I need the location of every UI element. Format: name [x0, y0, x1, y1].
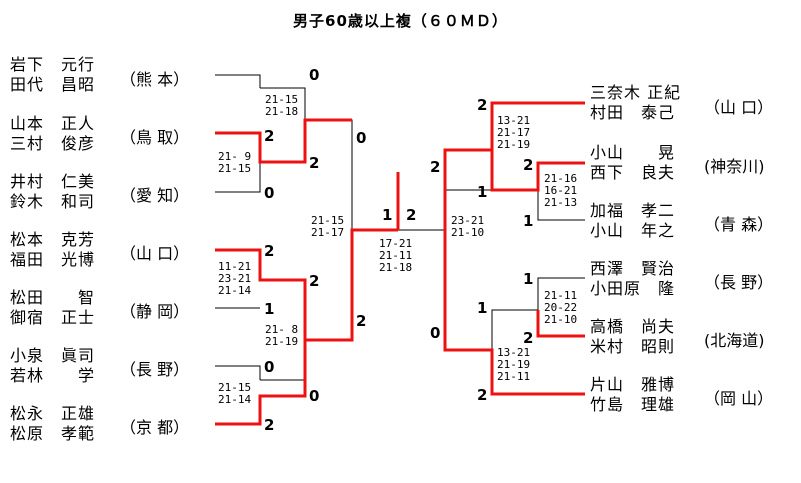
player-name: 村田 泰己	[590, 103, 676, 122]
player-name: 松永 正雄	[10, 404, 96, 423]
score: 1	[523, 212, 534, 230]
score: 0	[430, 324, 441, 342]
game-scores: 23-21 21-10	[451, 214, 485, 239]
right-pair-5: 高橋 尚夫米村 昭則	[590, 317, 675, 357]
prefecture: （鳥 取）	[120, 128, 190, 147]
prefecture: （静 岡）	[120, 302, 190, 321]
prefecture: （熊 本）	[120, 70, 190, 89]
score: 2	[264, 127, 275, 145]
player-name: 松田 智	[10, 288, 96, 307]
score: 1	[264, 300, 275, 318]
player-name: 鈴木 和司	[10, 192, 96, 211]
player-name: 若林 学	[10, 366, 96, 385]
score: 2	[406, 206, 417, 224]
prefecture: （長 野）	[120, 360, 190, 379]
right-pair-2: 小山 晃西下 良夫	[590, 143, 675, 183]
player-name: 小泉 眞司	[10, 346, 96, 365]
left-pair-7: 松永 正雄松原 孝範	[10, 404, 95, 444]
prefecture: （長 野）	[704, 273, 774, 292]
game-scores: 21- 8 21-19	[265, 323, 299, 348]
player-name: 加福 孝二	[590, 201, 676, 220]
player-name: 松原 孝範	[10, 424, 96, 443]
game-scores: 13-21 21-17 21-19	[497, 114, 531, 151]
left-pair-6: 小泉 眞司若林 学	[10, 346, 95, 386]
score: 2	[523, 329, 534, 347]
player-name: 小山 年之	[590, 221, 676, 240]
right-pair-6: 片山 雅博竹島 理雄	[590, 375, 675, 415]
game-scores: 17-21 21-11 21-18	[379, 237, 413, 274]
score: 2	[477, 96, 488, 114]
game-scores: 21-15 21-18	[265, 93, 299, 118]
player-name: 三奈木 正紀	[590, 83, 682, 102]
score: 0	[264, 184, 275, 202]
game-scores: 21-15 21-14	[218, 381, 252, 406]
player-name: 小山 晃	[590, 143, 676, 162]
score: 1	[477, 183, 488, 201]
player-name: 高橋 尚夫	[590, 317, 676, 336]
score: 2	[264, 242, 275, 260]
game-scores: 21-11 20-22 21-10	[544, 289, 578, 326]
score: 2	[523, 156, 534, 174]
player-name: 山本 正人	[10, 114, 96, 133]
score: 2	[356, 312, 367, 330]
score: 1	[477, 299, 488, 317]
score: 0	[309, 66, 320, 84]
game-scores: 11-21 23-21 21-14	[218, 260, 252, 297]
right-pair-4: 西澤 賢治小田原 隆	[590, 259, 675, 299]
left-pair-4: 松本 克芳福田 光博	[10, 230, 95, 270]
game-scores: 21-15 21-17	[311, 214, 345, 239]
player-name: 岩下 元行	[10, 55, 96, 74]
prefecture: (北海道)	[704, 331, 765, 350]
score: 2	[477, 386, 488, 404]
right-pair-1: 三奈木 正紀村田 泰己	[590, 83, 681, 123]
score: 2	[309, 154, 320, 172]
prefecture: (神奈川)	[704, 157, 765, 176]
prefecture: （岡 山）	[704, 389, 774, 408]
player-name: 三村 俊彦	[10, 134, 96, 153]
left-pair-2: 山本 正人三村 俊彦	[10, 114, 95, 154]
player-name: 松本 克芳	[10, 230, 96, 249]
score: 0	[264, 358, 275, 376]
score: 1	[523, 270, 534, 288]
left-pair-3: 井村 仁美鈴木 和司	[10, 172, 95, 212]
left-pair-5: 松田 智御宿 正士	[10, 288, 95, 328]
player-name: 片山 雅博	[590, 375, 676, 394]
prefecture: （山 口）	[120, 244, 190, 263]
score: 2	[430, 158, 441, 176]
player-name: 井村 仁美	[10, 172, 96, 191]
game-scores: 21- 9 21-15	[218, 150, 252, 175]
player-name: 福田 光博	[10, 250, 96, 269]
prefecture: （愛 知）	[120, 186, 190, 205]
player-name: 米村 昭則	[590, 337, 676, 356]
score: 0	[309, 387, 320, 405]
page-title: 男子60歳以上複（６０ＭＤ）	[293, 12, 508, 30]
game-scores: 13-21 21-19 21-11	[497, 346, 531, 383]
score: 2	[264, 416, 275, 434]
left-pair-1: 岩下 元行田代 昌昭	[10, 55, 95, 95]
player-name: 竹島 理雄	[590, 395, 676, 414]
player-name: 西下 良夫	[590, 163, 676, 182]
score: 2	[309, 272, 320, 290]
score: 0	[356, 129, 367, 147]
prefecture: （青 森）	[704, 215, 774, 234]
player-name: 西澤 賢治	[590, 259, 676, 278]
winner-lines	[215, 101, 585, 426]
player-name: 田代 昌昭	[10, 75, 96, 94]
prefecture: （京 都）	[120, 418, 190, 437]
player-name: 小田原 隆	[590, 279, 676, 298]
player-name: 御宿 正士	[10, 308, 96, 327]
game-scores: 21-16 16-21 21-13	[544, 172, 578, 209]
right-pair-3: 加福 孝二小山 年之	[590, 201, 675, 241]
score: 1	[382, 206, 393, 224]
prefecture: （山 口）	[704, 98, 774, 117]
